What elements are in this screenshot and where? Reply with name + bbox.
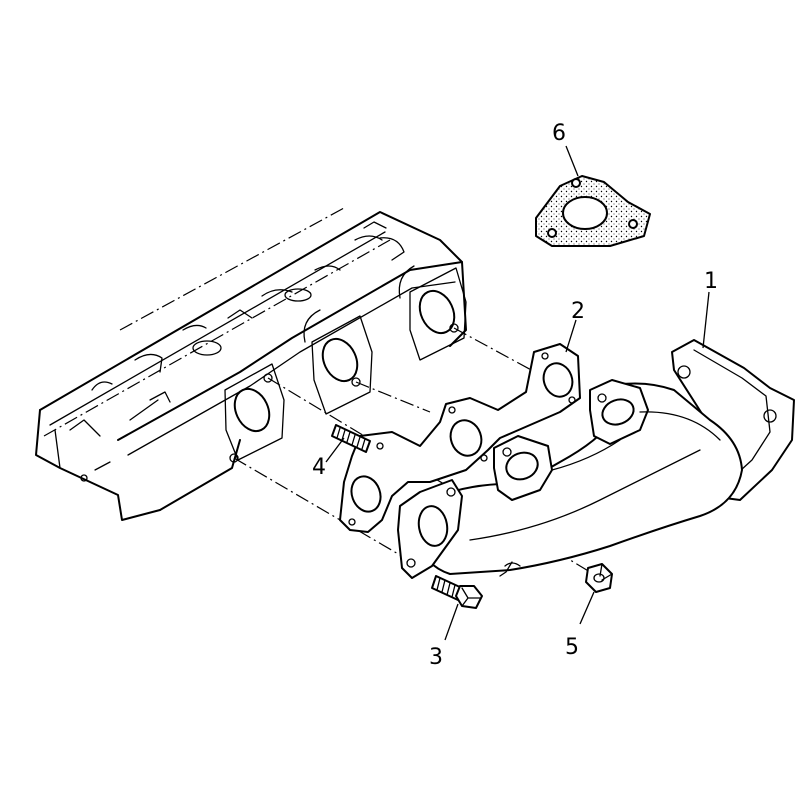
nut: [585, 563, 613, 593]
exhaust-manifold: [397, 339, 795, 579]
stud: [331, 424, 371, 453]
callout-3: 3: [429, 645, 443, 670]
leader-lines: [325, 145, 710, 641]
manifold-gasket: [339, 343, 581, 533]
flange-gasket: [535, 175, 651, 247]
callout-2: 2: [571, 299, 585, 324]
bolt: [431, 575, 483, 609]
callout-6: 6: [552, 121, 566, 146]
cylinder-head: [35, 207, 467, 521]
callouts: 1 2 3 4 5 6: [312, 121, 718, 670]
callout-1: 1: [704, 269, 718, 294]
callout-5: 5: [565, 635, 579, 660]
callout-4: 4: [312, 455, 326, 480]
